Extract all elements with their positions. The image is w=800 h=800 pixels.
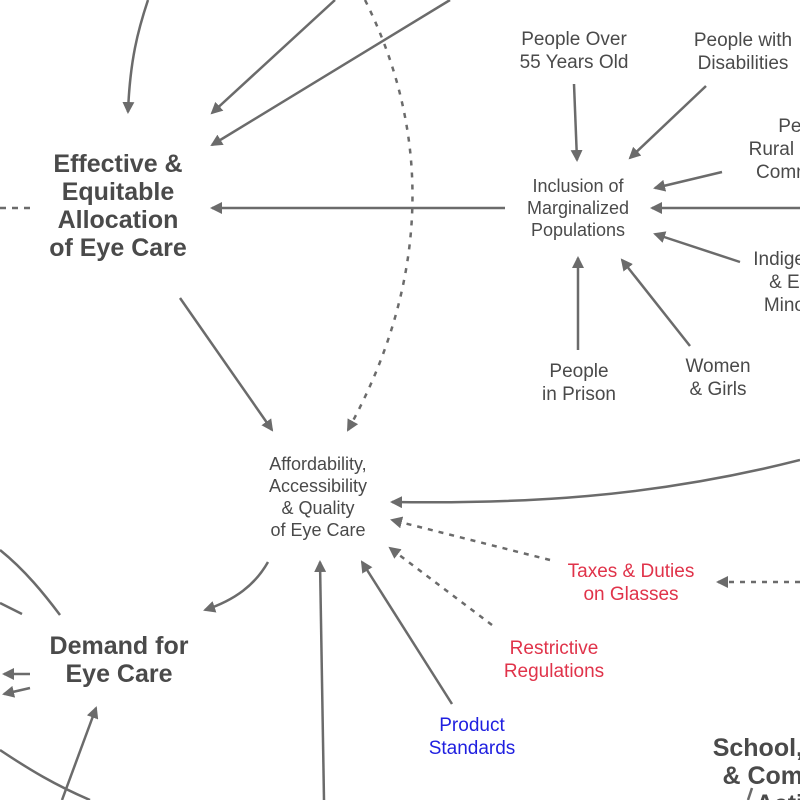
node-label-line: Women <box>685 356 751 377</box>
node-label-line: on Glasses <box>583 584 679 605</box>
node-label-line: Regulations <box>503 661 605 682</box>
edge-left-stub-2 <box>0 601 23 616</box>
node-label-line: & Et <box>769 272 800 293</box>
node-label-line: School, <box>712 734 800 762</box>
node-label-line: Affordability, <box>269 454 367 474</box>
node-label-line: Mino <box>763 295 800 316</box>
node-label-line: Marginalized <box>526 198 630 218</box>
node-affordability-accessibility-quality: Affordability, Accessibility & Quality o… <box>238 453 398 541</box>
node-effective-equitable-allocation: Effective & Equitable Allocation of Eye … <box>30 150 206 262</box>
node-label-line: Effective & <box>53 150 183 178</box>
node-people-rural: Peo Rural & Comm <box>732 115 800 184</box>
edge-rural-to-inclusion <box>653 170 723 192</box>
edge-bottom-curve <box>0 748 91 800</box>
node-product-standards: Product Standards <box>412 714 532 760</box>
node-label-line: Standards <box>428 738 516 759</box>
node-label-line: of Eye Care <box>270 520 366 540</box>
edge-left-arrow-4 <box>2 685 31 698</box>
node-label-line: Acti <box>703 790 800 800</box>
node-label-line: & Girls <box>689 379 747 400</box>
node-label-line: Rural & <box>748 139 800 160</box>
node-label-line: Populations <box>530 220 626 240</box>
node-label-line: Comm <box>756 162 800 183</box>
edge-top-to-allocation-3 <box>210 0 451 147</box>
node-people-over-55: People Over 55 Years Old <box>494 28 654 74</box>
edge-top-to-allocation-2 <box>210 0 336 115</box>
edge-product-standards-to-affordability <box>360 560 454 705</box>
node-restrictive-regulations: Restrictive Regulations <box>484 637 624 683</box>
node-label-line: in Prison <box>542 384 616 405</box>
node-people-disabilities: People with Disabilities <box>673 29 800 75</box>
edge-bottom-to-affordability <box>314 560 327 800</box>
edge-disabilities-to-inclusion <box>628 85 707 160</box>
edge-dashed-top-to-affordability <box>346 0 414 432</box>
node-label-line: & Com <box>722 762 800 790</box>
edge-affordability-to-demand <box>203 561 270 613</box>
edge-bottom-right-stub <box>746 787 754 800</box>
node-label-line: Product <box>439 715 505 736</box>
node-label-line: Indige <box>753 249 800 270</box>
node-label-line: Disabilities <box>697 53 789 74</box>
node-label-line: of Eye Care <box>49 234 187 262</box>
edge-restrictive-to-affordability <box>388 546 493 626</box>
edge-bottom-to-demand <box>60 706 99 800</box>
edge-taxes-to-affordability <box>390 516 551 562</box>
node-label-line: Taxes & Duties <box>567 561 695 582</box>
node-label-line: Accessibility <box>268 476 368 496</box>
edge-over55-to-inclusion <box>570 83 583 162</box>
node-label-line: 55 Years Old <box>519 52 629 73</box>
node-label-line: & Quality <box>281 498 355 518</box>
node-label-line: Allocation <box>57 206 179 234</box>
node-women-girls: Women & Girls <box>663 355 773 401</box>
node-label-line: People with <box>693 30 793 51</box>
node-label-line: Eye Care <box>65 660 173 688</box>
node-label-line: People <box>549 361 609 382</box>
node-label-line: Restrictive <box>509 638 599 659</box>
edge-left-curve-1 <box>0 549 61 616</box>
node-inclusion-marginalized: Inclusion of Marginalized Populations <box>505 175 651 241</box>
node-label-line: Peo <box>778 116 800 137</box>
node-label-line: Equitable <box>61 178 175 206</box>
node-label-line: Inclusion of <box>532 176 624 196</box>
edge-women-to-inclusion <box>620 258 691 347</box>
node-label-line: People Over <box>521 29 627 50</box>
edge-right-to-affordability <box>390 458 800 509</box>
node-label-line: Demand for <box>49 632 189 660</box>
edge-allocation-to-affordability <box>178 297 274 432</box>
edge-indigenous-to-inclusion <box>653 231 741 264</box>
node-taxes-duties-glasses: Taxes & Duties on Glasses <box>545 560 717 606</box>
node-people-in-prison: People in Prison <box>519 360 639 406</box>
node-indigenous-minorities: Indige & Et Mino <box>745 248 800 317</box>
node-demand-for-eye-care: Demand for Eye Care <box>34 632 204 688</box>
node-school-community-activities: School, & Com Acti <box>703 734 800 800</box>
edge-top-to-allocation-1 <box>122 0 150 114</box>
